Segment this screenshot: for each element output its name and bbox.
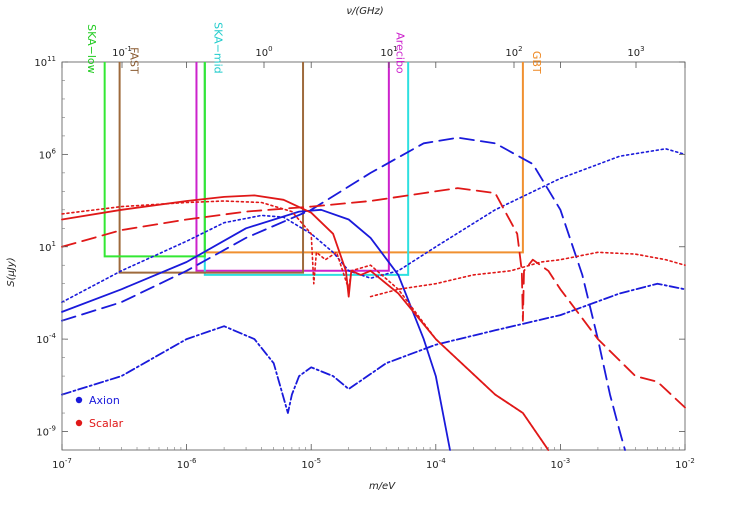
legend-marker-axion (75, 396, 83, 404)
plot-frame (61, 61, 686, 451)
telescope-box-gbt (203, 62, 524, 254)
top-axis-title: ν/(GHz) (346, 6, 383, 17)
y-tick-label: 106 (39, 147, 57, 161)
legend-label-axion: Axion (89, 394, 120, 407)
telescope-label-ska-low: SKA−low (85, 24, 98, 74)
scalar-dotted-curve-7 (369, 251, 686, 298)
y-tick-label: 1011 (34, 55, 56, 69)
telescope-label-arecibo: Arecibo (394, 32, 407, 74)
x-tick-label: 10-4 (426, 457, 446, 471)
top-tick-label: 103 (627, 45, 644, 59)
axion-dotted-curve-2 (61, 148, 686, 304)
axion-dashdot-curve-3 (61, 282, 686, 414)
telescope-label-fast: FAST (128, 47, 141, 74)
scalar-dashed-curve-5 (61, 187, 686, 409)
top-tick-label: 101 (380, 45, 397, 59)
x-tick-label: 10-2 (675, 457, 695, 471)
legend-marker-scalar (75, 419, 83, 427)
telescope-label-gbt: GBT (530, 51, 543, 74)
y-axis-title: S(μJy) (6, 257, 17, 286)
telescope-box-fast (118, 62, 305, 274)
x-axis-title: m/eV (369, 481, 396, 492)
telescope-box-arecibo (195, 62, 390, 272)
top-tick-label: 10-1 (112, 45, 132, 59)
x-tick-label: 10-6 (177, 457, 197, 471)
x-tick-label: 10-7 (52, 457, 72, 471)
scalar-dotted-curve-6 (61, 200, 550, 451)
scalar-solid-curve-4 (61, 194, 550, 451)
x-tick-label: 10-3 (551, 457, 571, 471)
telescope-label-ska-mid: SKA−mid (211, 22, 224, 74)
y-tick-label: 10-9 (36, 425, 56, 439)
legend-label-scalar: Scalar (89, 417, 124, 430)
top-tick-label: 102 (505, 45, 522, 59)
y-tick-label: 101 (39, 240, 56, 254)
top-tick-label: 100 (255, 45, 272, 59)
x-tick-label: 10-5 (301, 457, 321, 471)
y-tick-label: 10-4 (36, 332, 56, 346)
axion-solid-curve-0 (61, 208, 451, 451)
axion-dashed-curve-1 (61, 136, 626, 451)
telescope-box-ska-low (103, 62, 206, 258)
